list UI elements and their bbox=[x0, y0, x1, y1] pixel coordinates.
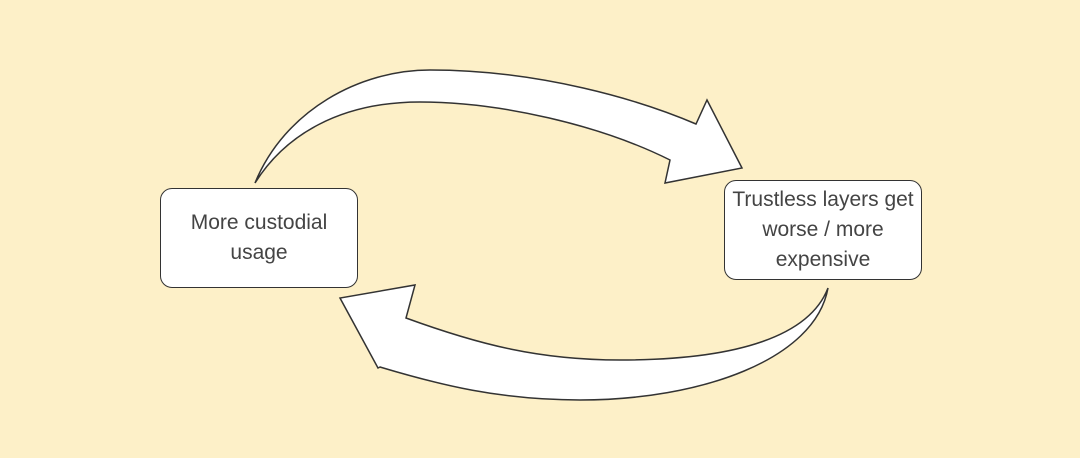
node-label: More custodial usage bbox=[190, 211, 328, 264]
node-trustless-layers: Trustless layers get worse / more expens… bbox=[724, 180, 922, 280]
node-more-custodial-usage: More custodial usage bbox=[160, 188, 358, 288]
arrow-bottom bbox=[338, 284, 829, 401]
arrow-top bbox=[254, 69, 744, 184]
node-label: Trustless layers get worse / more expens… bbox=[732, 188, 914, 271]
